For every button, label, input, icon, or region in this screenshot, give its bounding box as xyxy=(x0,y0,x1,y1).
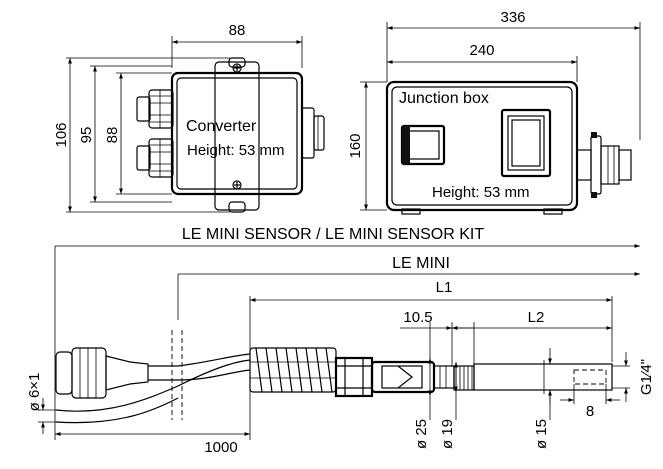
converter-title: Converter xyxy=(186,118,257,135)
cable-gland-bottom xyxy=(136,138,174,178)
junction-box-title: Junction box xyxy=(399,90,489,107)
junction-display xyxy=(500,108,552,178)
diameter-25-label: ø 25 xyxy=(413,419,430,449)
dim-10-5-label: 10.5 xyxy=(403,309,432,326)
cable-connector xyxy=(55,347,178,399)
converter-mounting-flange xyxy=(214,61,260,211)
diameter-15-label: ø 15 xyxy=(533,419,550,449)
cable-lower xyxy=(55,385,179,412)
cable-upper xyxy=(177,353,251,367)
sensor-range-labels: LE MINI SENSOR / LE MINI SENSOR KIT LE M… xyxy=(54,226,640,440)
converter-mid-height-label: 95 xyxy=(78,127,95,144)
sensor-thread xyxy=(453,365,475,391)
junction-total-width-label: 336 xyxy=(500,9,525,26)
converter-inner-height-label: 88 xyxy=(104,127,121,144)
junction-box-height-note: Height: 53 mm xyxy=(432,184,530,201)
l2-label: L2 xyxy=(528,309,545,326)
cable-gland-top xyxy=(136,89,174,129)
converter-view: 88 Converter Height: 53 mm xyxy=(53,22,325,213)
sensor-hex-nut xyxy=(334,356,374,398)
converter-connector xyxy=(301,107,325,159)
sensor-drawing: ø 6×1 1000 xyxy=(26,279,655,456)
cable-diameter-label: ø 6×1 xyxy=(26,373,43,412)
junction-box-view: 336 240 160 Junction box Height: 53 mm xyxy=(347,9,641,215)
junction-box-width-label: 240 xyxy=(469,42,494,59)
le-mini-label: LE MINI xyxy=(392,255,450,272)
junction-height-label: 160 xyxy=(347,133,364,158)
cable-length-label: 1000 xyxy=(204,439,237,456)
converter-width-label: 88 xyxy=(229,22,246,39)
sensor-probe xyxy=(473,360,613,394)
strain-relief-spring xyxy=(249,347,337,393)
sensor-housing xyxy=(370,360,455,394)
thread-label: G1⁄4" xyxy=(638,359,655,395)
junction-box-fitting xyxy=(576,132,632,198)
sensor-kit-label: LE MINI SENSOR / LE MINI SENSOR KIT xyxy=(182,226,485,243)
converter-outer-height-label: 106 xyxy=(53,122,70,147)
dim-8-label: 8 xyxy=(586,403,594,420)
l1-label: L1 xyxy=(436,279,453,296)
junction-terminal-block xyxy=(400,124,446,166)
junction-box-body xyxy=(385,80,579,212)
converter-height-note: Height: 53 mm xyxy=(187,142,285,159)
diameter-19-label: ø 19 xyxy=(439,419,456,449)
